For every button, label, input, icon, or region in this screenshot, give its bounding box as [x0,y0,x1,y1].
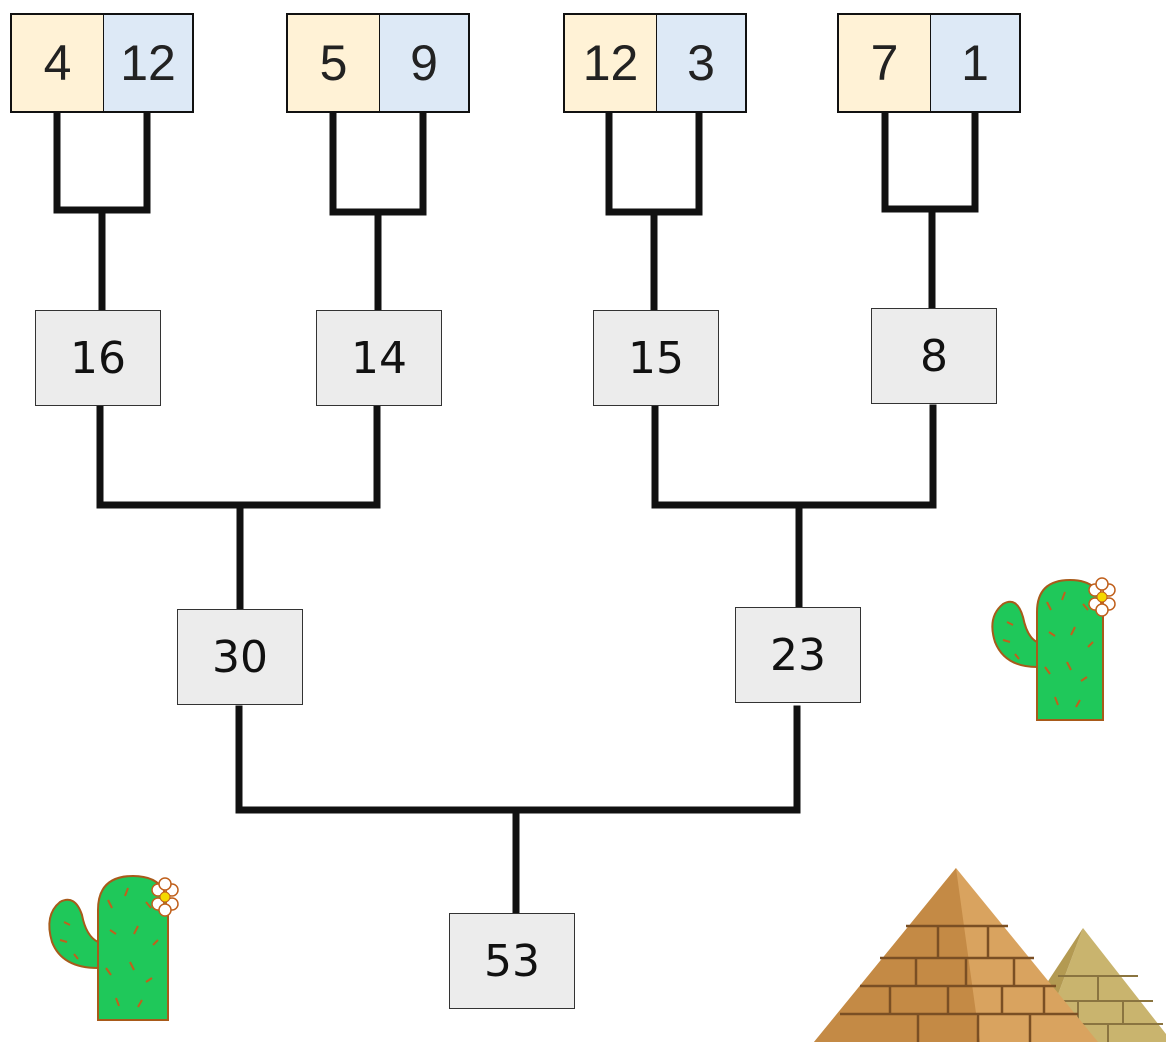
pair-3-right: 3 [656,13,747,113]
pair-4-left: 7 [837,13,931,113]
pair-1-right: 12 [103,13,194,113]
cactus-icon [991,577,1116,721]
pair-2-left: 5 [286,13,380,113]
pair-2-right: 9 [379,13,470,113]
node-level1-4: 8 [871,308,997,404]
node-root: 53 [449,913,575,1009]
pair-4-right: 1 [930,13,1021,113]
node-level2-1: 30 [177,609,303,705]
node-level2-2: 23 [735,607,861,703]
cactus-icon [48,874,179,1021]
node-level1-1: 16 [35,310,161,406]
pyramid-icon [814,868,1166,1042]
pair-3-left: 12 [563,13,657,113]
node-level1-2: 14 [316,310,442,406]
pair-1-left: 4 [10,13,104,113]
node-level1-3: 15 [593,310,719,406]
